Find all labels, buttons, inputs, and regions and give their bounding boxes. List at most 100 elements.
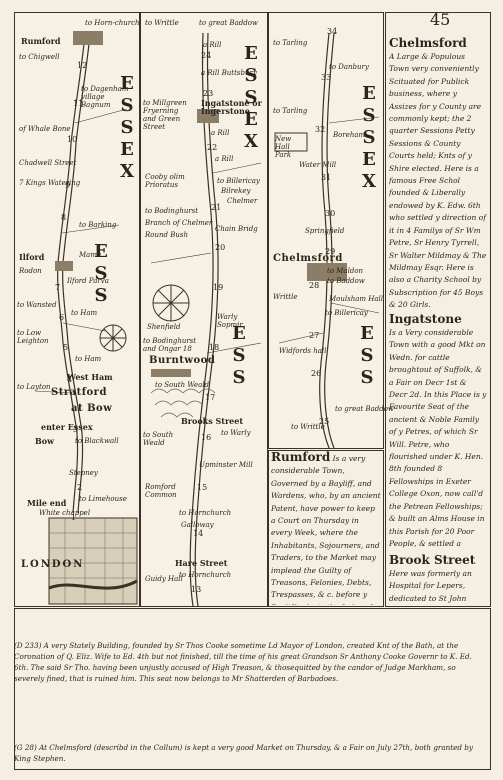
label-to-mill-green: to Millgreen Fryerning and Green Street — [143, 99, 187, 131]
strip2-drawing — [150, 32, 262, 606]
label-at-bow: at Bow — [71, 403, 113, 414]
strip-london-rumford: Rumford to Horn-church to Chigwell to Da… — [14, 12, 140, 607]
road-line-1 — [57, 34, 86, 514]
chelmsford-title: Chelmsford — [389, 36, 467, 50]
label-warly: Warly Sopmir — [217, 313, 243, 329]
label-new-hall-park: New Hall Park — [275, 135, 292, 159]
mile-7: 7 — [55, 283, 61, 292]
mile-10: 10 — [67, 135, 78, 144]
mile-27: 27 — [309, 331, 320, 340]
footnote-box — [14, 608, 491, 770]
label-upminster-mill: Upminster Mill — [199, 461, 253, 469]
label-kings-watering: 7 Kings Watering — [19, 179, 81, 187]
burntwood-town-mark — [151, 369, 191, 377]
label-chelmer: Chelmer — [227, 197, 258, 205]
label-hare-street: Hare Street — [175, 558, 228, 568]
label-london: LONDON — [21, 559, 85, 570]
label-to-baddow: to Baddow — [327, 277, 365, 285]
label-stepney: Stepney — [69, 469, 98, 477]
label-to-ham: to Ham — [71, 309, 98, 317]
label-writtle: Writtle — [273, 293, 298, 301]
label-shenfield: Shenfield — [147, 323, 181, 331]
right-column-box — [385, 12, 491, 607]
label-west-ham: West Ham — [67, 372, 113, 382]
london-streets — [49, 518, 137, 604]
mile-1: 1 — [71, 513, 77, 522]
label-to-maldon: to Maldon — [327, 267, 364, 275]
mile-29: 29 — [325, 247, 336, 256]
mile-30: 30 — [325, 209, 336, 218]
strip-rumford-ingatstone: to Writtle to great Baddow a Rill a Rill… — [140, 12, 268, 607]
mile-11: 11 — [73, 99, 84, 108]
label-to-hornchurch: to Horn-church — [85, 19, 140, 27]
mile-24: 24 — [201, 51, 212, 60]
mile-15: 15 — [197, 483, 208, 492]
label-to-chigwell: to Chigwell — [19, 53, 60, 61]
label-rodon: Rodon — [19, 267, 42, 275]
mile-5: 5 — [63, 343, 69, 352]
mile-26: 26 — [311, 369, 322, 378]
mile-6: 6 — [59, 313, 65, 322]
label-to-writtle-3: to Writtle — [291, 423, 325, 431]
label-to-danbury: to Danbury — [329, 63, 369, 71]
rumford-text: Is a very considerable Town, Governed by… — [271, 454, 381, 605]
label-billericay: to Billericay — [217, 177, 260, 185]
label-mile-end: Mile end — [27, 498, 67, 508]
label-to-hornchurch-2: to Hornchurch — [179, 571, 232, 579]
mile-23: 23 — [203, 89, 214, 98]
label-brooks-street: Brooks Street — [181, 416, 244, 426]
label-a-rill-butsbury: a Rill Buttsbury — [201, 69, 257, 77]
mile-13: 13 — [191, 585, 202, 594]
label-a-rill-3: a Rill — [215, 155, 234, 163]
mile-8: 8 — [61, 213, 67, 222]
label-to-layton: to Layton — [17, 383, 51, 391]
mile-3: 3 — [73, 425, 79, 434]
label-guidy-hall: Guidy Hall — [145, 575, 183, 583]
mile-20: 20 — [215, 243, 226, 252]
label-ingatstone: Ingatstone or Ingerstone — [201, 98, 262, 116]
mile-34: 34 — [327, 27, 338, 36]
label-galloway: Galloway — [181, 521, 214, 529]
rumford-description-box — [268, 450, 384, 607]
mile-14: 14 — [193, 529, 204, 538]
label-white-chappel: White chappel — [39, 509, 91, 517]
mile-17: 17 — [205, 393, 216, 402]
label-roundbush: Round Bush — [145, 231, 188, 239]
london-area — [48, 517, 138, 605]
mile-25: 25 — [319, 417, 330, 426]
strip1-drawing — [34, 31, 138, 605]
rumford-town-mark — [73, 31, 103, 45]
mile-33: 33 — [321, 73, 332, 82]
compass-rose-2 — [152, 284, 190, 322]
mile-2: 2 — [77, 483, 83, 492]
mile-32: 32 — [315, 125, 326, 134]
label-a-rill-1: a Rill — [203, 41, 222, 49]
mile-16: 16 — [201, 433, 212, 442]
label-mama: Mama — [79, 251, 102, 259]
label-ilford: Ilford — [19, 252, 45, 262]
strip-ingatstone-chelmsford: to Tarling to Danbury to Tarling Boreham… — [268, 12, 394, 449]
brookstreet-title: Brook Street — [389, 553, 476, 567]
label-ilford-parva: Ilford Parva — [67, 277, 109, 285]
label-chadwell-street: Chadwell Street — [19, 159, 77, 167]
chelmsford-town-mark — [307, 263, 347, 281]
label-bow: Bow — [35, 436, 54, 446]
label-to-ham-2: to Ham — [75, 355, 102, 363]
ilford-town-mark — [55, 261, 73, 271]
label-a-rill-2: a Rill — [211, 129, 230, 137]
label-chelmsford-map: Chelmsford — [273, 253, 343, 264]
label-to-tarling: to Tarling — [273, 39, 308, 47]
page-number: 45 — [430, 10, 451, 29]
label-to-low-leighton: to Low Leighton — [17, 329, 49, 345]
label-whale-bone: of Whale Bone — [19, 125, 71, 133]
chelmsford-text: A Large & Populous Town very convenientl… — [389, 52, 487, 310]
mile-12: 12 — [77, 61, 88, 70]
label-stratford: Stratford — [51, 387, 107, 398]
road-line-2 — [62, 34, 91, 514]
label-to-hornchurch: to Hornchurch — [179, 509, 232, 517]
